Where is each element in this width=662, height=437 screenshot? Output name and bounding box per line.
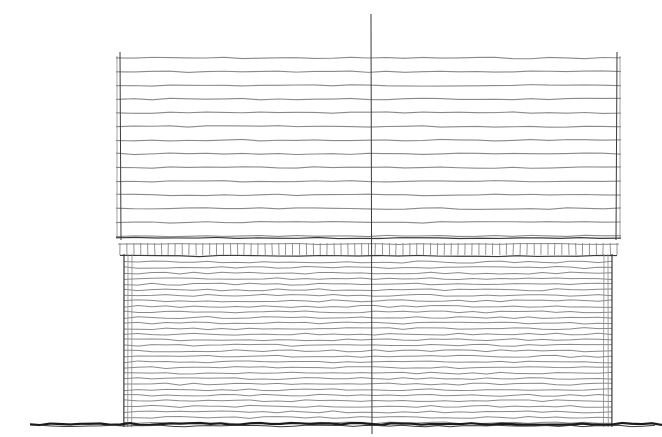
dentil-band (115, 236, 622, 258)
upper-course-line (115, 138, 622, 142)
lower-course-line (123, 316, 613, 319)
lower-course-line (123, 410, 613, 414)
lower-course-line (123, 349, 613, 353)
upper-course-line (115, 125, 622, 128)
lower-course-line (123, 310, 613, 314)
lower-course-line (123, 332, 613, 336)
lower-course-line (123, 271, 613, 275)
upper-course-line (115, 193, 622, 197)
lower-course-line (123, 393, 613, 397)
upper-course-line (115, 220, 622, 224)
upper-right-edge (615, 51, 618, 241)
ground-line (29, 421, 662, 428)
lower-course-line (123, 399, 613, 403)
dentil (243, 242, 245, 256)
wall-frame (123, 13, 613, 435)
upper-course-line (115, 70, 622, 74)
lower-course-line (123, 277, 613, 281)
lower-course-line (123, 327, 613, 331)
ground-stroke (29, 421, 662, 427)
lower-course-line (123, 360, 613, 364)
band-top-line (115, 236, 622, 240)
lower-course-line (123, 299, 613, 303)
lower-course-line (123, 415, 613, 419)
lower-course-line (123, 366, 613, 369)
upper-course-line (115, 180, 622, 183)
upper-course-line (115, 111, 622, 115)
lower-course-line (123, 404, 613, 408)
band-bottom-line (119, 254, 618, 258)
lower-course-line (123, 321, 613, 325)
lower-course-line (123, 282, 613, 286)
lower-right-edge (602, 253, 605, 428)
lower-course-line (123, 260, 613, 264)
upper-wall (115, 51, 622, 241)
lower-course-line (123, 288, 613, 292)
center-axis-line (370, 13, 373, 435)
ground-stroke-sketch (39, 424, 656, 428)
upper-course-line (115, 97, 622, 101)
upper-course-line (115, 56, 622, 60)
lower-course-line (123, 371, 613, 375)
lower-course-line (123, 388, 613, 392)
lower-course-line (123, 354, 613, 358)
lower-course-line (123, 266, 613, 269)
lower-course-line (123, 338, 613, 342)
upper-course-line (115, 84, 622, 87)
upper-course-line (115, 234, 622, 238)
upper-left-edge (119, 51, 122, 241)
lower-course-line (123, 293, 613, 297)
lower-course-line (123, 382, 613, 386)
lower-course-line (123, 304, 613, 308)
upper-course-line (115, 207, 622, 210)
upper-course-line (115, 152, 622, 156)
upper-course-line (115, 166, 622, 169)
lower-course-line (123, 343, 613, 347)
lower-course-line (123, 377, 613, 381)
